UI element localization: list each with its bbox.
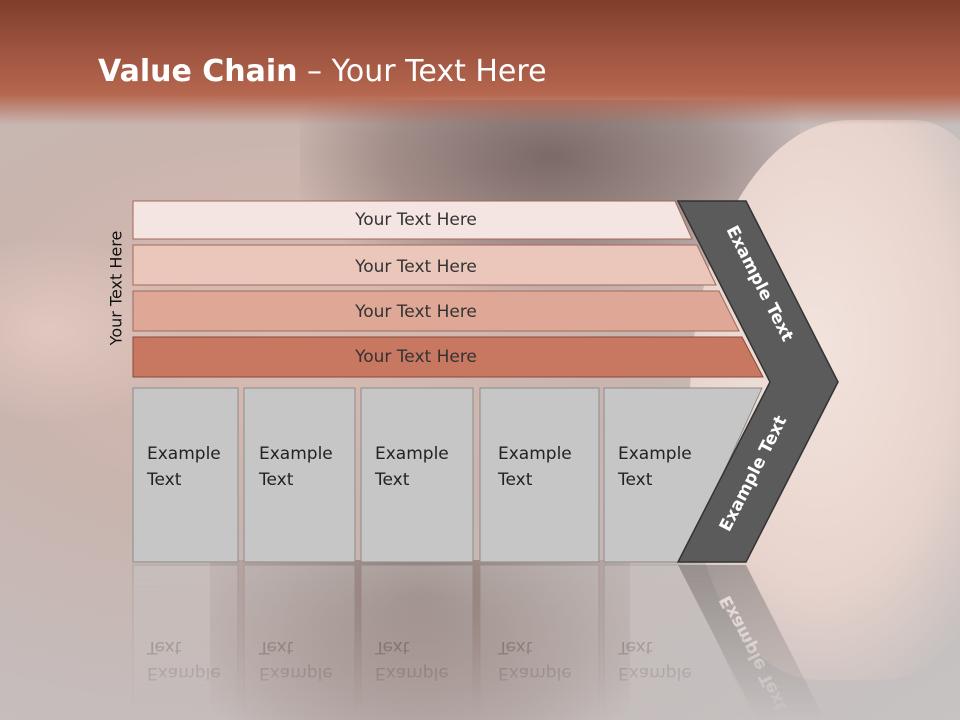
reflection-box-5-line1: Example [618,663,692,683]
bar-4[interactable]: Your Text Here [132,336,764,378]
bar-4-shape [132,336,764,378]
reflection-box-2 [243,564,356,720]
reflection-box-3-line2: Text [374,637,410,657]
slide-title[interactable]: Value Chain – Your Text Here [98,54,547,89]
reflection-box-4-line1: Example [498,663,572,683]
bar-2-shape [132,244,717,286]
reflection-box-2-line1: Example [259,663,333,683]
bar-1-label: Your Text Here [354,210,477,230]
bar-2[interactable]: Your Text Here [132,244,717,286]
box-1-line1: Example [147,444,221,464]
bar-1-shape [132,200,693,240]
slide-title-rest: – Your Text Here [297,54,547,89]
reflection-box-4-line2: Text [497,637,533,657]
reflection-box-3 [360,564,474,720]
reflection-box-5-line2: Text [617,637,653,657]
box-5-line2: Text [617,470,653,490]
bar-3[interactable]: Your Text Here [132,290,740,332]
reflection-box-4 [479,564,600,720]
reflection-box-1 [132,564,239,720]
reflection-box-2-line2: Text [258,637,294,657]
box-1-shape [132,387,239,563]
bar-3-label: Your Text Here [354,302,477,322]
box-4[interactable]: Example Text [479,387,600,563]
title-banner [0,0,960,125]
box-4-line2: Text [497,470,533,490]
reflection-box-1-line1: Example [147,663,221,683]
reflection-chevron [678,565,826,720]
bar-4-label: Your Text Here [354,347,477,367]
slide-title-bold: Value Chain [98,54,298,89]
box-4-shape [479,387,600,563]
reflection-box-1-line2: Text [146,637,182,657]
bar-1[interactable]: Your Text Here [132,200,693,240]
box-3[interactable]: Example Text [360,387,474,563]
bar-3-shape [132,290,740,332]
bar-2-label: Your Text Here [354,257,477,277]
reflection: Example Text Example Text Example Text E… [132,564,826,720]
box-3-line2: Text [374,470,410,490]
box-3-line1: Example [375,444,449,464]
box-1[interactable]: Example Text [132,387,239,563]
box-2-line1: Example [259,444,333,464]
box-4-line1: Example [498,444,572,464]
box-2-line2: Text [258,470,294,490]
chevron-shape [676,200,839,563]
box-3-shape [360,387,474,563]
box-5-line1: Example [618,444,692,464]
box-2-shape [243,387,356,563]
box-2[interactable]: Example Text [243,387,356,563]
reflection-box-3-line1: Example [375,663,449,683]
box-5[interactable]: Example Text [603,387,763,563]
box-1-line2: Text [146,470,182,490]
